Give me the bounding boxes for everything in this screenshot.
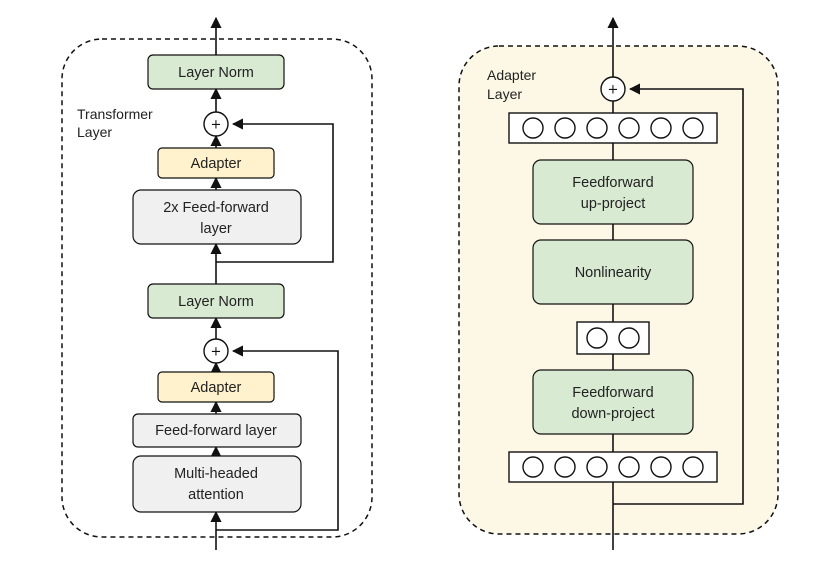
nonlinearity-label: Nonlinearity — [575, 265, 652, 281]
adapter-add-node: + — [600, 76, 626, 102]
ffn-2x-block: 2x Feed-forward layer — [132, 189, 302, 245]
attention-label-line1: Multi-headed — [174, 466, 258, 482]
up-project-block: Feedforward up-project — [532, 159, 694, 225]
adapter-skip-connection — [613, 83, 744, 505]
neuron-unit — [682, 456, 704, 478]
top-unit-row — [508, 112, 718, 144]
neuron-unit — [618, 117, 640, 139]
ff-layer-block: Feed-forward layer — [132, 413, 302, 448]
mid-layer-norm-block: Layer Norm — [147, 283, 285, 319]
neuron-unit — [554, 117, 576, 139]
transformer-region-label-line2: Layer — [77, 124, 112, 140]
neuron-unit — [618, 456, 640, 478]
skip-connection-bottom — [216, 345, 339, 531]
adapter-add-symbol: + — [608, 83, 619, 98]
top-add-symbol: + — [211, 118, 222, 133]
adapter-region-label-line2: Layer — [487, 86, 522, 102]
neuron-unit — [586, 117, 608, 139]
top-layer-norm-label: Layer Norm — [178, 65, 254, 81]
transformer-region-label: Transformer Layer — [77, 106, 157, 140]
mid-layer-norm-label: Layer Norm — [178, 294, 254, 310]
down-project-block: Feedforward down-project — [532, 369, 694, 435]
top-layer-norm-block: Layer Norm — [147, 54, 285, 90]
top-add-node: + — [203, 111, 229, 137]
down-project-label-line1: Feedforward — [572, 385, 653, 401]
neuron-unit — [554, 456, 576, 478]
attention-label-line2: attention — [188, 487, 244, 503]
bottom-adapter-block: Adapter — [157, 371, 275, 403]
skip-connection-top — [216, 118, 334, 263]
neuron-unit — [522, 117, 544, 139]
neuron-unit — [650, 456, 672, 478]
ffn-2x-label-line2: layer — [200, 221, 232, 237]
ff-layer-label: Feed-forward layer — [155, 423, 277, 439]
bottom-adapter-label: Adapter — [191, 380, 242, 396]
up-project-label-line1: Feedforward — [572, 175, 653, 191]
up-project-label-line2: up-project — [581, 196, 645, 212]
neuron-unit — [618, 327, 640, 349]
transformer-region-label-line1: Transformer — [77, 106, 153, 122]
down-project-label-line2: down-project — [571, 406, 654, 422]
neuron-unit — [682, 117, 704, 139]
attention-block: Multi-headed attention — [132, 455, 302, 513]
neuron-unit — [586, 327, 608, 349]
top-adapter-block: Adapter — [157, 147, 275, 179]
top-adapter-label: Adapter — [191, 156, 242, 172]
bottom-add-node: + — [203, 338, 229, 364]
bottleneck-unit-row — [576, 321, 650, 355]
neuron-unit — [522, 456, 544, 478]
neuron-unit — [650, 117, 672, 139]
bottom-add-symbol: + — [211, 345, 222, 360]
ffn-2x-label-line1: 2x Feed-forward — [163, 200, 269, 216]
bottom-unit-row — [508, 451, 718, 483]
neuron-unit — [586, 456, 608, 478]
adapter-region-label-line1: Adapter — [487, 67, 536, 83]
adapter-region-label: Adapter Layer — [487, 67, 540, 102]
nonlinearity-block: Nonlinearity — [532, 239, 694, 305]
